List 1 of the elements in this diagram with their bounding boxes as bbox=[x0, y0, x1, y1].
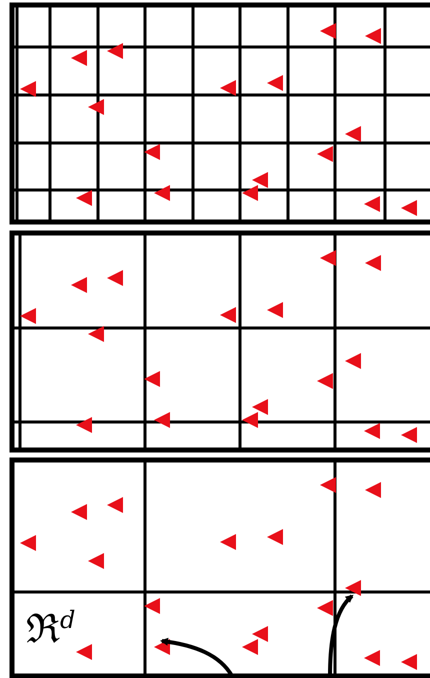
space-symbol: ℜ$^{d}$ bbox=[26, 605, 76, 652]
